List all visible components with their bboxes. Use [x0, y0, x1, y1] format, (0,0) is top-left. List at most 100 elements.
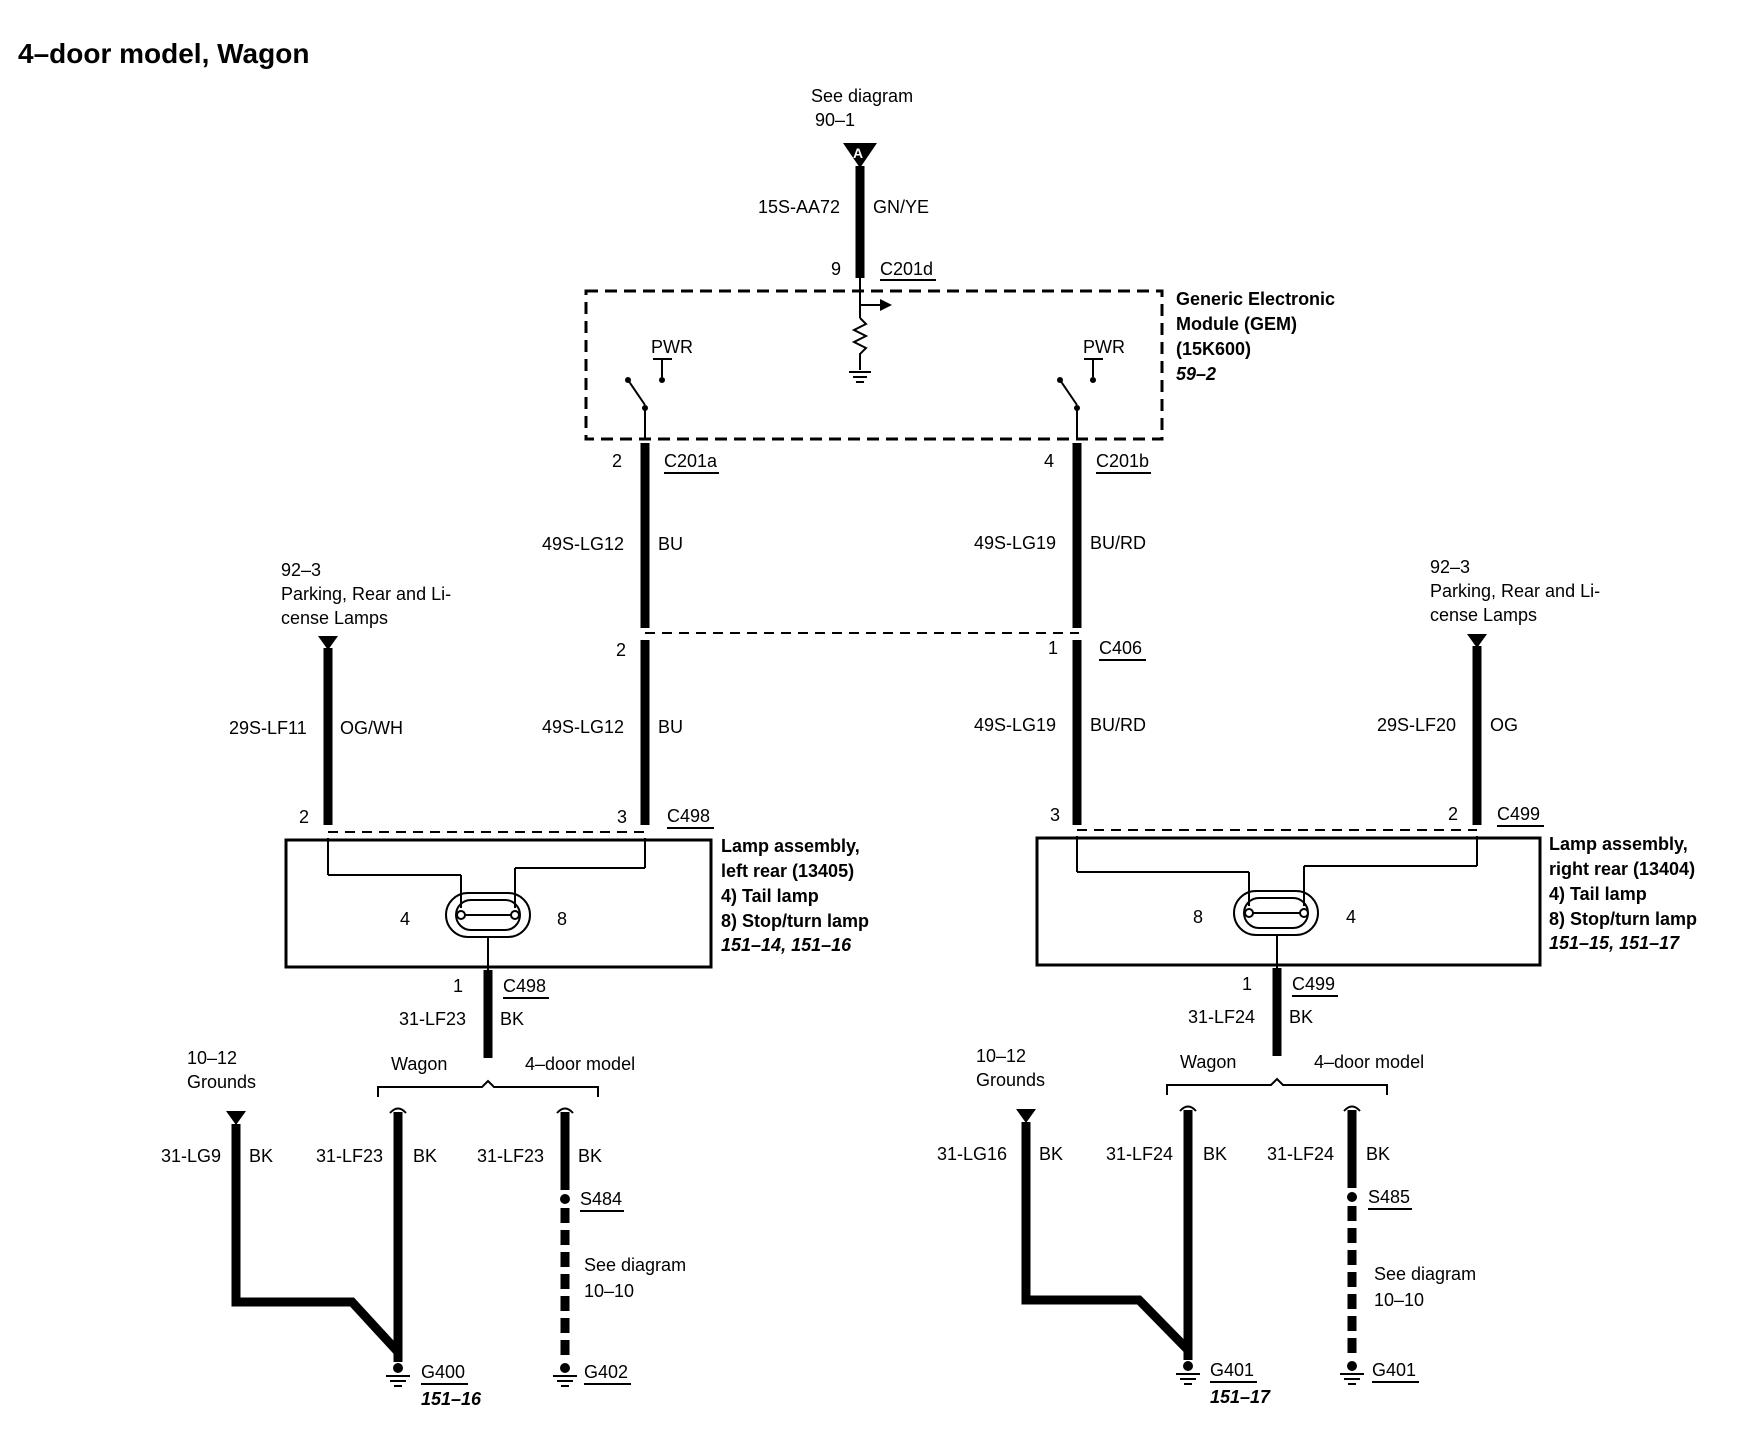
gem-label-line4: 59–2 [1176, 364, 1216, 384]
right-lamp-pin-a: 8 [1193, 907, 1203, 927]
top-ref-line2: 90–1 [815, 110, 855, 130]
right-inline-pin: 1 [1048, 638, 1058, 658]
left-option-split [377, 1079, 599, 1097]
right-bulb [1076, 836, 1478, 968]
ground-g401-wagon-symbol [1176, 1361, 1200, 1385]
right-w3-circuit: 31-LF24 [1267, 1144, 1334, 1164]
svg-text:PWR: PWR [651, 337, 693, 357]
top-wire-circuit: 15S-AA72 [758, 197, 840, 217]
pwr-switch-left: PWR [625, 337, 693, 439]
right-w3-color: BK [1366, 1144, 1390, 1164]
right-ref-line2: Parking, Rear and Li- [1430, 581, 1600, 601]
left-lamp-assembly [284, 838, 713, 969]
left-w1-circuit: 31-LG9 [161, 1146, 221, 1166]
left-gnd-connector: C498 [503, 976, 546, 996]
right-gem-connector: C201b [1096, 451, 1149, 471]
right-w3-cap [1343, 1105, 1361, 1112]
left-see-line2: 10–10 [584, 1281, 634, 1301]
left-inline-pin: 2 [616, 640, 626, 660]
left-w2-circuit: 31-LF23 [316, 1146, 383, 1166]
left-ref-line2: Parking, Rear and Li- [281, 584, 451, 604]
left-split-wagon: Wagon [391, 1054, 447, 1074]
left-g1-ref: 151–16 [421, 1389, 482, 1409]
right-grounds-line1: 10–12 [976, 1046, 1026, 1066]
right-lamp-line3: 4) Tail lamp [1549, 884, 1647, 904]
right-lower-color: BU/RD [1090, 715, 1146, 735]
right-lamp-line5: 151–15, 151–17 [1549, 933, 1680, 953]
diagram-title: 4–door model, Wagon [18, 38, 309, 69]
right-lamp-pin-b: 4 [1346, 907, 1356, 927]
right-park-circuit: 29S-LF20 [1377, 715, 1456, 735]
left-ref-line3: cense Lamps [281, 608, 388, 628]
right-lamp-assembly [1035, 836, 1542, 967]
wire-31-lg16 [1021, 1122, 1192, 1354]
top-pin: 9 [831, 259, 841, 279]
right-g2-label: G401 [1372, 1360, 1416, 1380]
left-grounds-arrow [226, 1111, 246, 1125]
left-lamp-line1: Lamp assembly, [721, 836, 860, 856]
right-g1-label: G401 [1210, 1360, 1254, 1380]
left-w3-circuit: 31-LF23 [477, 1146, 544, 1166]
left-g1-label: G400 [421, 1362, 465, 1382]
left-bulb [327, 838, 646, 970]
left-w2-color: BK [413, 1146, 437, 1166]
right-see-line2: 10–10 [1374, 1290, 1424, 1310]
top-wire-color: GN/YE [873, 197, 929, 217]
right-ref-arrow [1467, 634, 1487, 648]
right-lamp-line2: right rear (13404) [1549, 859, 1695, 879]
right-lamp-line4: 8) Stop/turn lamp [1549, 909, 1697, 929]
left-gnd-circuit: 31-LF23 [399, 1009, 466, 1029]
right-w1-circuit: 31-LG16 [937, 1144, 1007, 1164]
right-split-wagon: Wagon [1180, 1052, 1236, 1072]
right-pin-stop: 3 [1050, 805, 1060, 825]
left-grounds-line2: Grounds [187, 1072, 256, 1092]
gem-label-line2: Module (GEM) [1176, 314, 1297, 334]
right-grounds-arrow [1016, 1109, 1036, 1123]
left-lamp-line3: 4) Tail lamp [721, 886, 819, 906]
right-option-split [1166, 1077, 1388, 1095]
right-lamp-connector: C499 [1497, 804, 1540, 824]
left-g2-label: G402 [584, 1362, 628, 1382]
top-ref-line1: See diagram [811, 86, 913, 106]
left-ref-line1: 92–3 [281, 560, 321, 580]
right-gnd-color: BK [1289, 1007, 1313, 1027]
right-gnd-circuit: 31-LF24 [1188, 1007, 1255, 1027]
left-park-circuit: 29S-LF11 [229, 718, 307, 738]
left-split-door: 4–door model [525, 1054, 635, 1074]
right-splice-label: S485 [1368, 1187, 1410, 1207]
left-pin-stop: 3 [617, 807, 627, 827]
left-gnd-pin: 1 [453, 976, 463, 996]
left-w1-color: BK [249, 1146, 273, 1166]
right-gem-pin: 4 [1044, 451, 1054, 471]
right-lamp-line1: Lamp assembly, [1549, 834, 1688, 854]
right-ref-line1: 92–3 [1430, 557, 1470, 577]
right-pin-park: 2 [1448, 804, 1458, 824]
ground-g402-symbol [553, 1363, 577, 1387]
left-lamp-line5: 151–14, 151–16 [721, 935, 852, 955]
gem-label-line1: Generic Electronic [1176, 289, 1335, 309]
left-upper-circuit: 49S-LG12 [542, 534, 624, 554]
left-upper-color: BU [658, 534, 683, 554]
splice-s484 [560, 1194, 570, 1204]
gem-label-line3: (15K600) [1176, 339, 1251, 359]
right-lower-circuit: 49S-LG19 [974, 715, 1056, 735]
pwr-switch-right: PWR [1057, 337, 1125, 439]
left-gem-connector: C201a [664, 451, 718, 471]
left-park-color: OG/WH [340, 718, 403, 738]
left-w2-cap [389, 1107, 407, 1114]
right-ref-line3: cense Lamps [1430, 605, 1537, 625]
left-gnd-color: BK [500, 1009, 524, 1029]
left-w3-color: BK [578, 1146, 602, 1166]
left-gem-pin: 2 [612, 451, 622, 471]
right-upper-circuit: 49S-LG19 [974, 533, 1056, 553]
splice-s485 [1347, 1192, 1357, 1202]
left-ref-arrow [318, 636, 338, 650]
left-lamp-pin-a: 4 [400, 909, 410, 929]
left-w3-cap [556, 1107, 574, 1114]
top-connector: C201d [880, 259, 933, 279]
left-lower-color: BU [658, 717, 683, 737]
connector-a-marker: A [843, 143, 877, 168]
right-grounds-line2: Grounds [976, 1070, 1045, 1090]
right-w2-circuit: 31-LF24 [1106, 1144, 1173, 1164]
